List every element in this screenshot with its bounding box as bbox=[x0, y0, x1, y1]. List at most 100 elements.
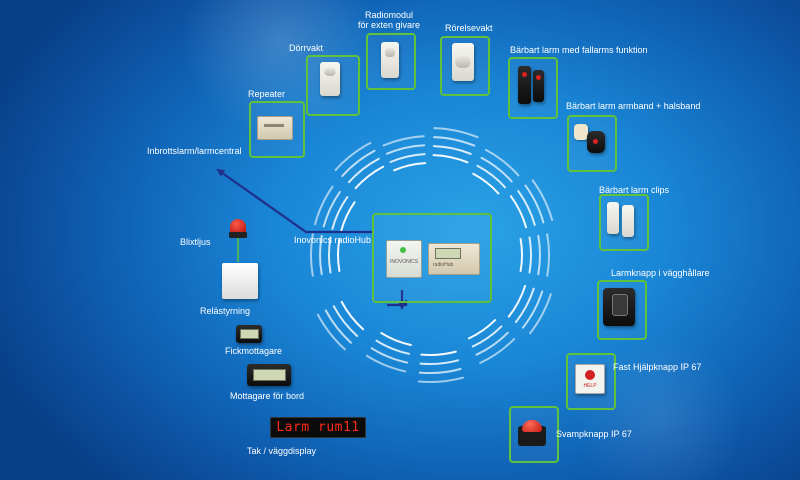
door-sensor bbox=[320, 62, 340, 96]
mushroom-button-cap bbox=[522, 420, 542, 432]
flash-dome bbox=[230, 219, 246, 233]
radio-wave-arc bbox=[375, 339, 410, 355]
radio-wave-arc bbox=[529, 293, 552, 335]
wristband-button bbox=[593, 139, 598, 144]
relay-box bbox=[222, 263, 258, 299]
radio-wave-arc bbox=[467, 319, 497, 340]
radio-wave-arc bbox=[432, 154, 469, 164]
door-sensor-window bbox=[324, 68, 336, 77]
fixed-button-tag: HELP bbox=[583, 383, 597, 389]
radio-wave-arc bbox=[432, 145, 472, 155]
radio-wave-arc bbox=[386, 144, 426, 155]
led-display-label: Tak / väggdisplay bbox=[247, 446, 317, 456]
radio-module-label-2: för exten givare bbox=[357, 20, 421, 30]
portable-fall-device-1 bbox=[518, 66, 531, 104]
radio-wave-arc bbox=[546, 233, 550, 277]
radio-module-device bbox=[381, 42, 399, 78]
radio-wave-arc bbox=[319, 234, 323, 276]
radio-wave-arc bbox=[471, 325, 503, 348]
radio-wave-arc bbox=[340, 300, 365, 331]
flash-label: Blixtljus bbox=[180, 237, 211, 247]
radio-wave-arc bbox=[472, 172, 500, 195]
radio-wave-arc bbox=[517, 189, 536, 226]
desk-receiver-label: Mottagare för bord bbox=[230, 391, 305, 401]
motion-sensor bbox=[452, 43, 474, 81]
radio-wave-arc bbox=[479, 338, 516, 364]
radio-wave-arc bbox=[528, 236, 532, 274]
radio-wave-arc bbox=[328, 236, 332, 274]
radio-wave-arc bbox=[348, 157, 380, 184]
radio-wave-arc bbox=[316, 313, 346, 351]
portable-fall-button-2 bbox=[536, 75, 541, 80]
flash-light bbox=[229, 219, 247, 238]
motion-label: Rörelsevakt bbox=[445, 23, 493, 33]
radio-wave-arc bbox=[420, 350, 457, 356]
radio-module-label-1: Radiomodul bbox=[364, 10, 414, 20]
radio-wave-arc bbox=[476, 164, 507, 189]
hub-unit: INOVONICS bbox=[386, 240, 422, 278]
portable-fall-button-1 bbox=[522, 72, 527, 77]
radio-wave-arc bbox=[322, 190, 341, 228]
radio-wave-arc bbox=[537, 234, 541, 276]
motion-sensor-lens bbox=[455, 55, 471, 69]
radio-module-window bbox=[385, 48, 395, 58]
radio-wave-arc bbox=[365, 354, 407, 373]
portable-band-label: Bärbart larm armband + halsband bbox=[566, 101, 701, 111]
desk-receiver-device bbox=[247, 364, 291, 386]
hub-console-text: radioHub bbox=[433, 262, 454, 268]
desk-receiver-screen bbox=[253, 369, 286, 381]
radio-wave-arc bbox=[354, 165, 385, 190]
radio-wave-arc bbox=[484, 148, 520, 177]
radio-wave-arc bbox=[331, 196, 349, 230]
radio-wave-arc bbox=[380, 332, 412, 346]
radio-wave-arc bbox=[310, 233, 314, 277]
radio-wave-arc bbox=[340, 201, 356, 233]
fixed-button-red bbox=[585, 370, 595, 380]
radio-wave-arc bbox=[531, 179, 554, 221]
mushroom-button-device bbox=[518, 420, 546, 446]
clip-device-1 bbox=[607, 202, 619, 234]
radio-wave-arc bbox=[507, 284, 527, 318]
radio-waves bbox=[310, 127, 554, 383]
led-display: Larm rum11 bbox=[270, 417, 366, 438]
repeater-device bbox=[257, 116, 293, 140]
radio-wave-arc bbox=[522, 290, 544, 329]
radio-wave-arc bbox=[332, 305, 359, 337]
fixed-button-device: HELP bbox=[575, 364, 605, 394]
portable-clip-label: Bärbart larm clips bbox=[599, 185, 670, 195]
door-label: Dörrvakt bbox=[289, 43, 324, 53]
radio-wave-arc bbox=[389, 153, 426, 163]
radio-wave-arc bbox=[519, 238, 523, 272]
radio-wave-arc bbox=[314, 185, 334, 226]
portable-fall-device-2 bbox=[533, 70, 544, 102]
radio-wave-arc bbox=[419, 359, 460, 365]
arrow-to-intrusion bbox=[216, 168, 372, 234]
radio-wave-arc bbox=[370, 347, 409, 364]
pager-device bbox=[236, 325, 262, 343]
radio-wave-arc bbox=[337, 238, 341, 272]
radio-wave-arc bbox=[524, 184, 545, 224]
flash-base bbox=[229, 232, 247, 238]
radio-wave-arc bbox=[324, 309, 352, 344]
radio-wave-arc bbox=[382, 135, 425, 147]
repeater-label: Repeater bbox=[248, 89, 286, 99]
repeater-strip bbox=[264, 124, 284, 127]
radio-wave-arc bbox=[433, 136, 476, 147]
mushroom-button-label: Svampknapp IP 67 bbox=[556, 429, 632, 439]
intrusion-label: Inbrottslarm/larmcentral bbox=[147, 146, 242, 156]
wristband-device bbox=[587, 131, 605, 153]
hub-unit-text: INOVONICS bbox=[389, 259, 419, 265]
relay-label: Relästyrning bbox=[200, 306, 251, 316]
wall-button-clip bbox=[612, 294, 628, 316]
hub-status-led bbox=[400, 247, 406, 253]
fixed-button-frame bbox=[566, 353, 616, 410]
wall-button-device bbox=[603, 288, 635, 326]
pager-screen bbox=[240, 329, 259, 339]
hub-label: Inovonics radioHub bbox=[294, 235, 372, 245]
radio-wave-arc bbox=[475, 331, 509, 356]
portable-fall-label: Bärbart larm med fallarms funktion bbox=[510, 45, 648, 55]
radio-wave-arc bbox=[417, 376, 464, 383]
radio-wave-arc bbox=[433, 127, 479, 139]
